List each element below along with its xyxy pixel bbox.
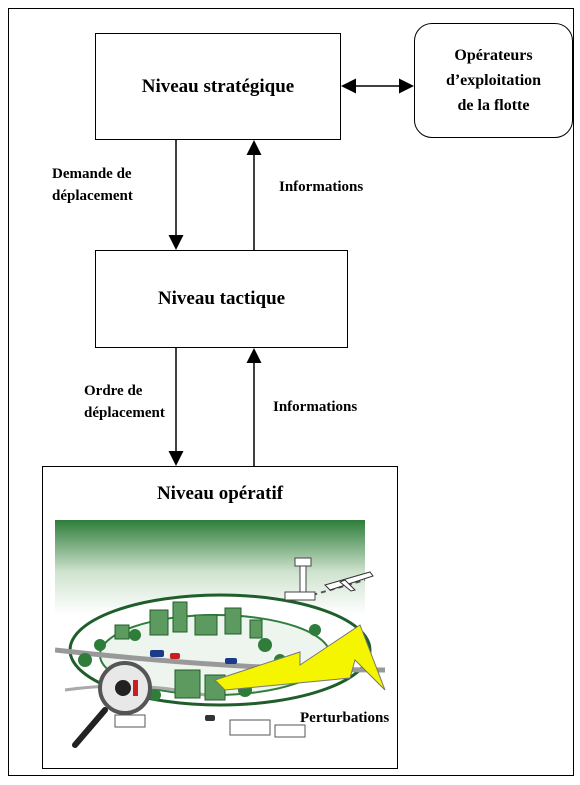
travel-request-label: Demande de déplacement [52, 163, 133, 207]
fleet-operators-line2: d’exploitation [445, 72, 542, 89]
travel-request-line2: déplacement [52, 188, 133, 204]
fleet-operators-box: Opérateurs d’exploitation de la flotte [414, 23, 573, 138]
buildings [114, 601, 263, 701]
fleet-operators-line3: de la flotte [457, 97, 530, 114]
travel-request-line1: Demande de [52, 166, 132, 182]
diagram-frame [8, 8, 574, 776]
disturbances-label: Perturbations [300, 710, 390, 726]
airplane [324, 571, 374, 592]
lightning-bolt-icon [214, 624, 386, 691]
city-illustration [55, 520, 386, 748]
tactical-level-label: Niveau tactique [157, 288, 286, 309]
strategic-level-label: Niveau stratégique [141, 75, 295, 97]
magnifying-glass-icon [72, 661, 152, 748]
operational-level-label: Niveau opératif [156, 483, 284, 504]
travel-order-label: Ordre de déplacement [84, 380, 165, 424]
travel-order-line1: Ordre de [84, 383, 143, 399]
trees [78, 624, 321, 701]
fleet-operators-line1: Opérateurs [454, 47, 533, 64]
strategic-level-box: Niveau stratégique [95, 33, 341, 140]
information-bottom-label: Informations [273, 399, 358, 415]
control-tower [284, 557, 316, 601]
information-top-label: Informations [279, 179, 364, 195]
vehicles [150, 650, 237, 721]
travel-order-line2: déplacement [84, 405, 165, 421]
tactical-level-box: Niveau tactique [95, 250, 348, 348]
